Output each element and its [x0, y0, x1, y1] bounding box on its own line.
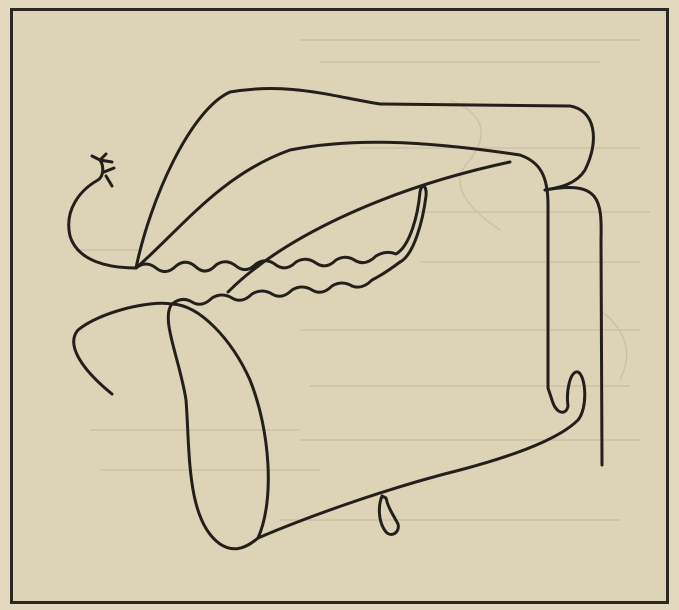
- left-hook-stroke: [69, 154, 136, 268]
- tongue-root-diagonal: [228, 162, 510, 292]
- lower-lobe-outline: [168, 304, 268, 549]
- upper-dome-outline: [136, 89, 593, 268]
- palate-upper-line: [136, 142, 548, 388]
- floor-line: [258, 372, 585, 538]
- small-bean-mark: [379, 496, 398, 534]
- lower-left-curve: [74, 303, 172, 394]
- outline-strokes: [69, 89, 602, 549]
- bleed-through-texture: [80, 40, 650, 520]
